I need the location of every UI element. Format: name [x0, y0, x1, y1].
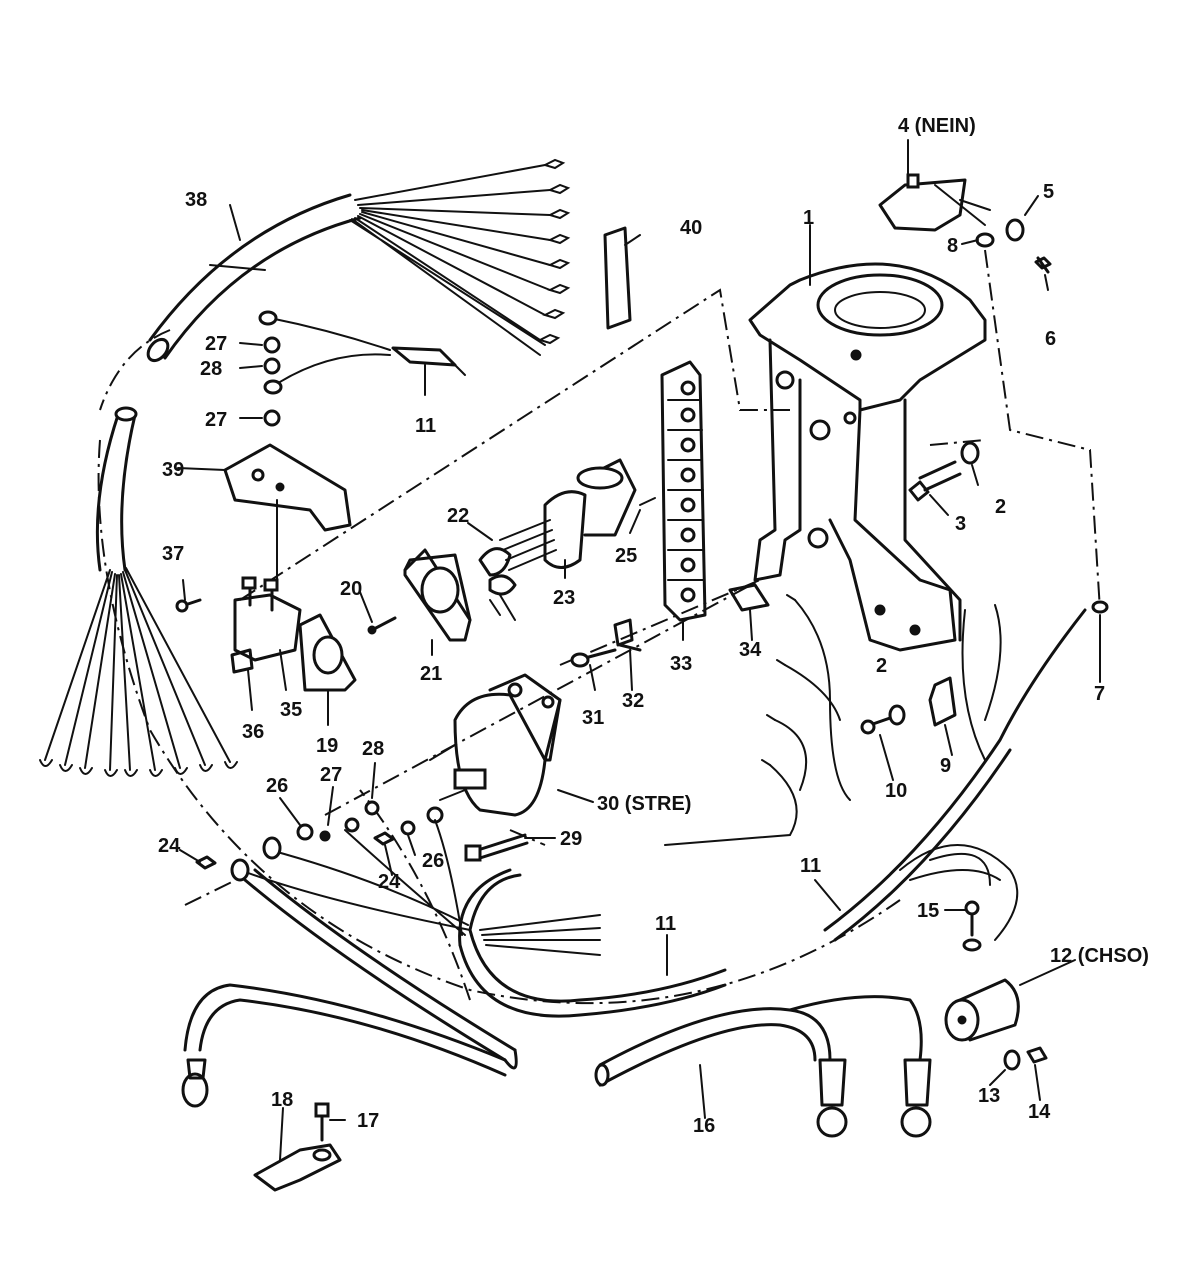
harness-11-right — [823, 600, 1109, 942]
callout-7: 7 — [1094, 683, 1105, 705]
callout-20: 20 — [340, 578, 362, 600]
callout-28-lower: 28 — [362, 738, 384, 760]
callout-26-b: 26 — [422, 850, 444, 872]
screw-17 — [314, 1102, 330, 1142]
callout-11-lower: 11 — [655, 913, 676, 935]
harness-11-upper — [258, 310, 466, 395]
callout-1: 1 — [803, 207, 814, 229]
clamp-9 — [928, 676, 957, 727]
loose-leads — [664, 594, 851, 846]
callout-16: 16 — [693, 1115, 715, 1137]
screw-31 — [570, 648, 617, 668]
callout-19: 19 — [316, 735, 338, 757]
leader-lines — [177, 139, 1101, 1161]
battery-cable-left — [181, 868, 518, 1108]
callout-21: 21 — [420, 663, 442, 685]
label-40 — [603, 226, 632, 330]
hardware-27-28-upper — [263, 336, 281, 427]
starter-solenoid-30 — [429, 673, 562, 817]
nut-14 — [1026, 1046, 1048, 1064]
callout-18: 18 — [271, 1089, 293, 1111]
neutral-switch-4 — [878, 173, 991, 232]
choke-solenoid-12 — [944, 978, 1020, 1042]
callout-27-upper-b: 27 — [205, 409, 227, 431]
wiring-harness-38 — [39, 158, 571, 777]
callout-37: 37 — [162, 543, 184, 565]
callout-27-upper-a: 27 — [205, 333, 227, 355]
circuit-breaker-35 — [233, 576, 302, 662]
screw-20 — [367, 616, 397, 635]
callout-13: 13 — [978, 1085, 1000, 1107]
callout-22: 22 — [447, 505, 469, 527]
callout-25: 25 — [615, 545, 637, 567]
terminal-block-33 — [660, 360, 707, 622]
clip-32 — [613, 618, 642, 652]
callout-11-upper: 11 — [415, 415, 436, 437]
callout-32: 32 — [622, 690, 644, 712]
callout-9: 9 — [940, 755, 951, 777]
callout-12: 12 (CHSO) — [1050, 945, 1149, 967]
callout-35: 35 — [280, 699, 302, 721]
callout-14: 14 — [1028, 1101, 1051, 1123]
callout-31: 31 — [582, 707, 604, 729]
callout-40: 40 — [680, 217, 702, 239]
callout-27-lower: 27 — [320, 764, 342, 786]
callout-5: 5 — [1043, 181, 1054, 203]
small-hardware-5-6-8 — [975, 218, 1052, 274]
callout-2-lower: 2 — [876, 655, 887, 677]
callout-30: 30 (STRE) — [597, 793, 691, 815]
callout-36: 36 — [242, 721, 264, 743]
bracket-1 — [748, 262, 987, 652]
callout-10: 10 — [885, 780, 907, 802]
callout-17: 17 — [357, 1110, 379, 1132]
callout-39: 39 — [162, 459, 184, 481]
screw-10 — [860, 716, 892, 735]
boot-36 — [230, 648, 254, 674]
callout-28-upper: 28 — [200, 358, 222, 380]
callout-11-right: 11 — [800, 855, 821, 877]
callout-26-a: 26 — [266, 775, 288, 797]
callout-labels: 38 40 1 4 (NEIN) 5 8 6 2 3 27 28 27 11 3… — [158, 115, 1149, 1137]
screw-15 — [962, 900, 982, 952]
plate-21 — [403, 548, 472, 642]
jumper-34 — [728, 583, 770, 612]
bolt-3-washer-2 — [908, 441, 980, 502]
callout-24-b: 24 — [378, 871, 401, 893]
callout-34: 34 — [739, 639, 762, 661]
hardware-lower — [195, 800, 444, 870]
callout-8: 8 — [947, 235, 958, 257]
callout-38: 38 — [185, 189, 207, 211]
callout-6: 6 — [1045, 328, 1056, 350]
keys-22 — [478, 547, 517, 621]
callout-2-upper: 2 — [995, 496, 1006, 518]
washer-2-lower — [888, 704, 906, 726]
harness-11-lower — [230, 819, 727, 1018]
ignition-switch-23 — [499, 458, 656, 571]
callout-3: 3 — [955, 513, 966, 535]
washer-13 — [1003, 1049, 1021, 1071]
gasket-19 — [298, 613, 357, 692]
bolt-29 — [464, 833, 529, 862]
screw-37 — [175, 598, 202, 613]
callout-23: 23 — [553, 587, 575, 609]
clamp-18 — [253, 1143, 342, 1192]
callout-24-a: 24 — [158, 835, 181, 857]
callout-15: 15 — [917, 900, 939, 922]
callout-29: 29 — [560, 828, 582, 850]
bracket-39 — [223, 443, 352, 532]
callout-4: 4 (NEIN) — [898, 115, 976, 137]
battery-cable-16 — [594, 995, 932, 1138]
callout-33: 33 — [670, 653, 692, 675]
